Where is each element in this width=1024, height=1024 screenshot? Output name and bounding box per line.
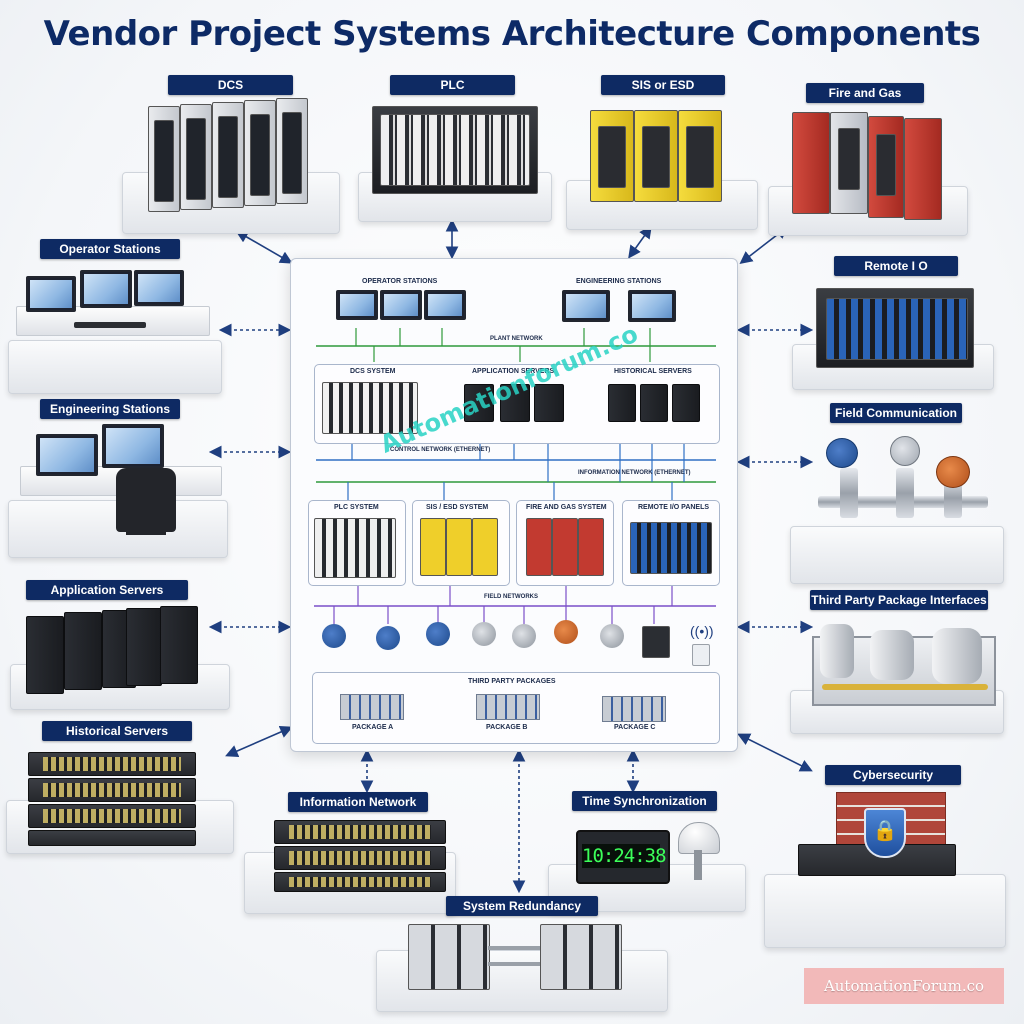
hub-application-server [534, 384, 564, 422]
hub-sis-cabinet [472, 518, 498, 576]
cybersecurity-platform [764, 874, 1006, 948]
label-historical-servers: Historical Servers [42, 721, 192, 741]
hub-plant-network-label: PLANT NETWORK [490, 336, 543, 342]
hub-engineering-monitor [562, 290, 610, 322]
hub-gauge-icon [472, 622, 496, 646]
hub-transmitter-icon [322, 624, 346, 648]
hub-package-c-skid [602, 696, 666, 722]
label-information-network: Information Network [288, 792, 428, 812]
gps-antenna-icon [678, 822, 720, 854]
hub-sis-cabinet [420, 518, 446, 576]
hub-plc-rack [314, 518, 396, 578]
label-system-redundancy: System Redundancy [446, 896, 598, 916]
label-application-servers: Application Servers [26, 580, 188, 600]
label-remote-io: Remote I O [834, 256, 958, 276]
hub-transmitter-icon [554, 620, 578, 644]
hub-engineering-monitor [628, 290, 676, 322]
label-third-party-interfaces: Third Party Package Interfaces [810, 590, 988, 610]
hub-gauge-icon [512, 624, 536, 648]
hub-remote-io-panels-label: REMOTE I/O PANELS [638, 504, 710, 511]
hub-engineering-stations-label: ENGINEERING STATIONS [576, 278, 662, 285]
hub-transmitter-icon [376, 626, 400, 650]
watermark-corner: AutomationForum.co [804, 968, 1004, 1004]
label-plc: PLC [390, 75, 515, 95]
clock-display: 10:24:38 [582, 844, 667, 868]
shield-lock-icon: 🔒 [864, 808, 906, 858]
hub-control-network-label: CONTROL NETWORK (ETHERNET) [390, 447, 491, 453]
hub-application-server [464, 384, 494, 422]
label-engineering-stations: Engineering Stations [40, 399, 180, 419]
hub-sis-esd-system-label: SIS / ESD SYSTEM [426, 504, 489, 511]
wireless-gateway [692, 644, 710, 666]
operator-stations-platform [8, 340, 222, 394]
hub-fire-gas-cabinet [552, 518, 578, 576]
label-time-sync: Time Synchronization [572, 791, 717, 811]
hub-package-a-skid [340, 694, 404, 720]
label-operator-stations: Operator Stations [40, 239, 180, 259]
hub-operator-monitor [380, 290, 422, 320]
hub-plc-system-label: PLC SYSTEM [334, 504, 379, 511]
hub-dcs-rack [322, 382, 418, 434]
hub-gauge-icon [600, 624, 624, 648]
hub-operator-monitor [424, 290, 466, 320]
hub-analyzer-icon [642, 626, 670, 658]
hub-application-servers-label: APPLICATION SERVERS [472, 368, 555, 375]
wireless-icon: ((•)) [690, 623, 714, 639]
hub-historical-server [608, 384, 636, 422]
label-dcs: DCS [168, 75, 293, 95]
hub-historical-server [672, 384, 700, 422]
hub-historical-servers-label: HISTORICAL SERVERS [614, 368, 692, 375]
hub-information-network-label: INFORMATION NETWORK (ETHERNET) [578, 470, 691, 476]
label-sis: SIS or ESD [601, 75, 725, 95]
field-communication-platform [790, 526, 1004, 584]
hub-application-server [500, 384, 530, 422]
hub-sis-cabinet [446, 518, 472, 576]
hub-dcs-system-label: DCS SYSTEM [350, 368, 396, 375]
hub-package-b-skid [476, 694, 540, 720]
hub-fire-gas-system-label: FIRE AND GAS SYSTEM [526, 504, 607, 511]
hub-historical-server [640, 384, 668, 422]
hub-package-c-label: PACKAGE C [614, 724, 656, 731]
page-title: Vendor Project Systems Architecture Comp… [43, 14, 981, 54]
label-field-communication: Field Communication [830, 403, 962, 423]
label-fire-gas: Fire and Gas [806, 83, 924, 103]
hub-transmitter-icon [426, 622, 450, 646]
hub-package-a-label: PACKAGE A [352, 724, 394, 731]
hub-operator-stations-label: OPERATOR STATIONS [362, 278, 438, 285]
label-cybersecurity: Cybersecurity [825, 765, 961, 785]
hub-third-party-packages-label: THIRD PARTY PACKAGES [468, 678, 556, 685]
hub-field-networks-label: FIELD NETWORKS [484, 594, 538, 600]
hub-package-b-label: PACKAGE B [486, 724, 528, 731]
hub-fire-gas-cabinet [526, 518, 552, 576]
hub-remote-io-rack [630, 522, 712, 574]
hub-fire-gas-cabinet [578, 518, 604, 576]
hub-operator-monitor [336, 290, 378, 320]
